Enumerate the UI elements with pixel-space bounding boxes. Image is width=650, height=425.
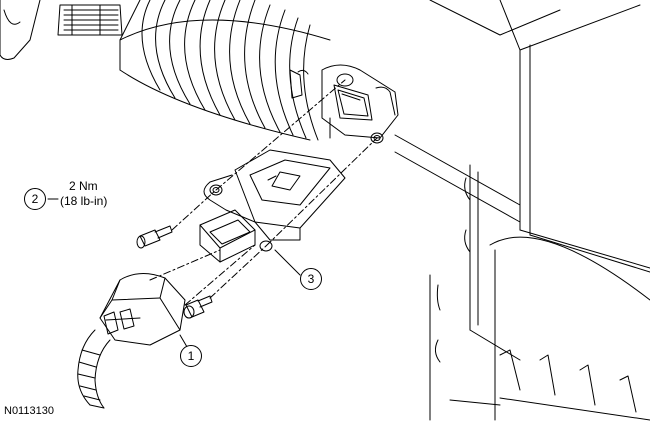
figure-id: N0113130 [4, 405, 54, 417]
screw-upper [136, 225, 173, 249]
callout-2: 2 [24, 188, 46, 210]
torque-spec-lbin: (18 lb-in) [60, 194, 108, 208]
sensor-housing-flange [321, 64, 399, 144]
leader-lines [47, 198, 301, 353]
callout-3-number: 3 [307, 272, 315, 286]
air-intake-hose [119, 0, 331, 141]
callout-1: 1 [180, 345, 202, 367]
callout-3: 3 [300, 268, 322, 290]
electrical-connector [77, 273, 186, 409]
mass-airflow-sensor [199, 149, 346, 263]
callout-1-number: 1 [187, 349, 195, 363]
air-vent-grille [57, 4, 123, 36]
torque-spec-nm: 2 Nm [69, 179, 98, 193]
screw-lower [183, 295, 213, 319]
alignment-lines [149, 79, 378, 306]
callout-2-number: 2 [31, 192, 39, 206]
